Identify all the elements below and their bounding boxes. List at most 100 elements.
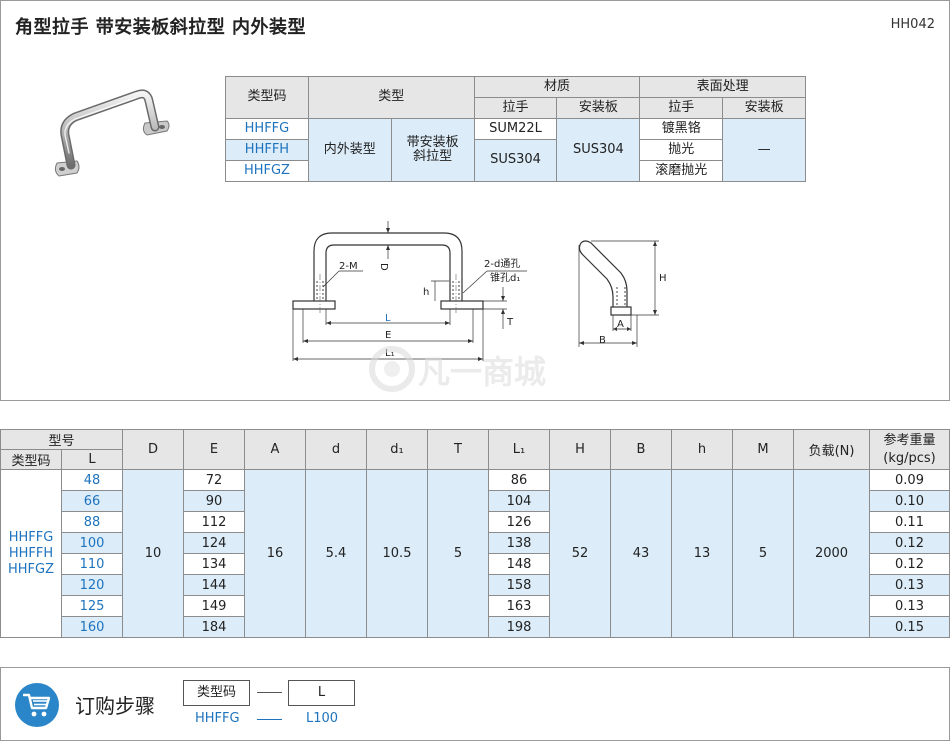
model-codes: HHFFG HHFFH HHFGZ bbox=[0, 469, 62, 638]
cell-E: 90 bbox=[183, 490, 245, 512]
col-weight: 参考重量 (kg/pcs) bbox=[869, 429, 950, 470]
handle-material: SUS304 bbox=[473, 139, 558, 182]
type-code: HHFGZ bbox=[225, 160, 309, 182]
handle-material: SUM22L bbox=[473, 118, 558, 140]
col-E: E bbox=[183, 429, 245, 470]
dim-T: T bbox=[506, 317, 514, 328]
dim-d1-hole: 锥孔d₁ bbox=[490, 272, 520, 284]
cell-D: 10 bbox=[122, 469, 184, 638]
watermark-text: 凡一商城 bbox=[418, 353, 546, 391]
product-code: HH042 bbox=[890, 17, 935, 32]
cell-L: 48 bbox=[61, 469, 123, 491]
dim-L: L bbox=[385, 313, 391, 324]
cell-L: 88 bbox=[61, 511, 123, 533]
dim-B: B bbox=[599, 335, 606, 346]
col-material-handle: 拉手 bbox=[473, 97, 558, 119]
order-title: 订购步骤 bbox=[75, 694, 155, 718]
page-title: 角型拉手 带安装板斜拉型 内外装型 bbox=[15, 17, 307, 38]
order-separator bbox=[257, 692, 282, 693]
cell-E: 144 bbox=[183, 574, 245, 596]
spec-table: 类型码 类型 材质 表面处理 拉手 安装板 拉手 安装板 HHFFG 内外装型 … bbox=[225, 76, 806, 182]
col-T: T bbox=[427, 429, 489, 470]
cell-L: 125 bbox=[61, 595, 123, 617]
order-code-box: 类型码 bbox=[183, 680, 250, 706]
dim-h: h bbox=[423, 287, 429, 298]
cell-weight: 0.13 bbox=[869, 595, 950, 617]
cart-icon bbox=[15, 683, 59, 727]
cell-L: 100 bbox=[61, 532, 123, 554]
cell-L: 110 bbox=[61, 553, 123, 575]
product-photo bbox=[54, 89, 170, 177]
col-d1: d₁ bbox=[366, 429, 428, 470]
cell-L1: 158 bbox=[488, 574, 550, 596]
cell-L1: 86 bbox=[488, 469, 550, 491]
col-code: 类型码 bbox=[225, 76, 309, 119]
cell-weight: 0.13 bbox=[869, 574, 950, 596]
cell-weight: 0.12 bbox=[869, 532, 950, 554]
cell-L1: 126 bbox=[488, 511, 550, 533]
col-load: 负载(N) bbox=[793, 429, 870, 470]
surface-finish: 滚磨抛光 bbox=[639, 160, 724, 182]
cell-E: 112 bbox=[183, 511, 245, 533]
type-code: HHFFG bbox=[225, 118, 309, 140]
cell-E: 72 bbox=[183, 469, 245, 491]
cell-weight: 0.11 bbox=[869, 511, 950, 533]
order-example-length: L100 bbox=[306, 711, 339, 726]
cell-weight: 0.15 bbox=[869, 616, 950, 638]
dim-E: E bbox=[385, 330, 391, 341]
cell-A: 16 bbox=[244, 469, 306, 638]
col-surface-plate: 安装板 bbox=[722, 97, 806, 119]
col-L1: L₁ bbox=[488, 429, 550, 470]
col-material-plate: 安装板 bbox=[556, 97, 641, 119]
cell-L: 66 bbox=[61, 490, 123, 512]
surface-finish: 镀黑铬 bbox=[639, 118, 724, 140]
order-example-code: HHFFG bbox=[195, 711, 240, 726]
cell-weight: 0.12 bbox=[869, 553, 950, 575]
cell-L: 120 bbox=[61, 574, 123, 596]
col-h: h bbox=[671, 429, 733, 470]
cell-T: 5 bbox=[427, 469, 489, 638]
dim-M: 2-M bbox=[339, 261, 358, 272]
col-d: d bbox=[305, 429, 367, 470]
col-material: 材质 bbox=[473, 76, 641, 98]
order-length-box: L bbox=[288, 680, 355, 706]
cell-d1: 10.5 bbox=[366, 469, 428, 638]
cell-M: 5 bbox=[732, 469, 794, 638]
order-steps-panel: 订购步骤 类型码 L HHFFG L100 bbox=[0, 667, 950, 741]
order-example-separator bbox=[257, 719, 282, 720]
cell-L1: 148 bbox=[488, 553, 550, 575]
dim-L1: L₁ bbox=[385, 348, 395, 359]
cell-weight: 0.09 bbox=[869, 469, 950, 491]
dim-A: A bbox=[617, 319, 624, 330]
cell-L1: 104 bbox=[488, 490, 550, 512]
col-A: A bbox=[244, 429, 306, 470]
cell-L1: 163 bbox=[488, 595, 550, 617]
technical-drawing: D 2-M 2-d通孔 锥孔d₁ h T L E L₁ bbox=[292, 221, 667, 361]
surface-finish: 抛光 bbox=[639, 139, 724, 161]
cell-L1: 138 bbox=[488, 532, 550, 554]
col-surface-handle: 拉手 bbox=[639, 97, 724, 119]
dim-D: D bbox=[378, 263, 389, 271]
cell-E: 134 bbox=[183, 553, 245, 575]
col-M: M bbox=[732, 429, 794, 470]
plate-material: SUS304 bbox=[556, 118, 641, 182]
cell-L: 160 bbox=[61, 616, 123, 638]
plate-finish: — bbox=[722, 118, 806, 182]
cell-d: 5.4 bbox=[305, 469, 367, 638]
type-code: HHFFH bbox=[225, 139, 309, 161]
col-L: L bbox=[61, 449, 123, 470]
cell-L1: 198 bbox=[488, 616, 550, 638]
cell-H: 52 bbox=[549, 469, 611, 638]
dimension-table: 型号 D E A d d₁ T L₁ H B h M 负载(N) 参考重量 (k… bbox=[0, 429, 950, 638]
watermark-logo: 凡一商城 bbox=[369, 346, 546, 392]
dim-d-hole: 2-d通孔 bbox=[484, 258, 520, 270]
cell-h: 13 bbox=[671, 469, 733, 638]
col-type: 类型 bbox=[307, 76, 475, 119]
col-H: H bbox=[549, 429, 611, 470]
cell-load: 2000 bbox=[793, 469, 870, 638]
cell-E: 149 bbox=[183, 595, 245, 617]
type-slant: 带安装板斜拉型 bbox=[390, 118, 475, 182]
col-code: 类型码 bbox=[0, 449, 62, 470]
type-inout: 内外装型 bbox=[307, 118, 392, 182]
side-view bbox=[578, 240, 632, 316]
